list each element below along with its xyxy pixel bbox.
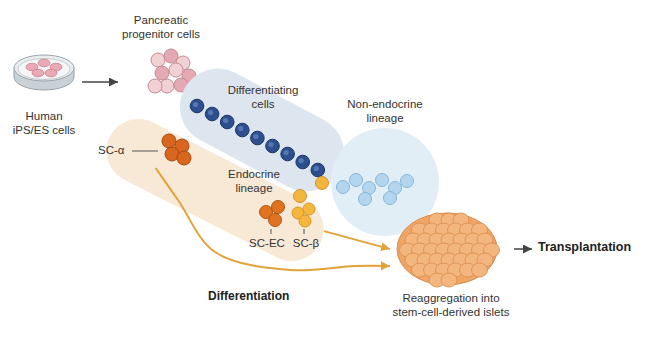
cell-nucleus (193, 102, 198, 107)
differentiating-cell (281, 147, 295, 161)
petri-dish: Human iPS/ES cells (8, 50, 82, 150)
step-box: Transplantation (532, 240, 638, 258)
ec-cell (272, 201, 285, 214)
cell-cluster: SC-EC (246, 200, 290, 253)
cell-nucleus (208, 110, 213, 115)
differentiating-cell (236, 123, 250, 137)
lineage-band: SC-αSC-ECSC-β Endocrine lineage (98, 110, 332, 270)
stem-cell (45, 69, 57, 77)
node-label: Human iPS/ES cells (8, 110, 80, 138)
islet-cell (441, 273, 457, 287)
lineage-circle: Non-endocrine lineage (330, 98, 440, 236)
endocrine-progenitor-cell (294, 190, 307, 203)
label-holder: Differentiation (208, 289, 318, 303)
cell-nucleus (238, 126, 243, 131)
cell-nucleus (299, 158, 304, 163)
node-label: SC-EC (246, 237, 288, 251)
cell-nucleus (268, 142, 273, 147)
islet-aggregate: Reaggregation into stem-cell-derived isl… (390, 210, 514, 322)
node-label: SC-α (98, 144, 130, 158)
progenitor-cluster: Pancreatic progenitor cells (118, 14, 206, 102)
progenitor-cell (148, 79, 162, 93)
non-endocrine-cell (376, 174, 389, 187)
dish-medium (18, 59, 70, 80)
cell-nucleus (284, 150, 289, 155)
progenitor-cell (155, 66, 169, 80)
beta-cell (303, 203, 315, 215)
islet-aggregate-shape (390, 210, 514, 322)
differentiating-cell (190, 99, 204, 113)
node-label: Transplantation (538, 240, 636, 255)
ec-cell (269, 214, 282, 227)
differentiating-cell (220, 115, 234, 129)
leader-line (304, 229, 305, 234)
node-label: Differentiating cells (224, 84, 302, 112)
node-label: Non-endocrine lineage (340, 98, 430, 126)
stem-cell (32, 69, 44, 77)
differentiating-cell (266, 139, 280, 153)
progenitor-cluster-shape (118, 14, 206, 102)
connector-arrow (82, 81, 118, 83)
non-endocrine-cell (401, 175, 414, 188)
lineage-band (95, 108, 334, 272)
node-label: Pancreatic progenitor cells (118, 14, 204, 42)
differentiating-cell (251, 131, 265, 145)
cell-nucleus (314, 166, 319, 171)
cell-cluster: SC-β (290, 200, 324, 253)
cell-nucleus (223, 118, 228, 123)
differentiating-cell (205, 107, 219, 121)
cell-nucleus (253, 134, 258, 139)
leader-line (132, 151, 158, 152)
non-endocrine-cell (350, 174, 363, 187)
non-endocrine-cell (359, 193, 372, 206)
differentiating-cell (311, 163, 325, 177)
islet-cell (472, 263, 488, 277)
progenitor-cell (151, 53, 165, 67)
progenitor-cell (169, 63, 183, 77)
non-endocrine-cell (384, 192, 397, 205)
node-label: Reaggregation into stem-cell-derived isl… (390, 292, 512, 320)
leader-line (271, 229, 272, 234)
alpha-cell (162, 134, 176, 148)
node-label: Endocrine lineage (222, 168, 286, 196)
stem-cell (38, 59, 50, 67)
endocrine-progenitor-cell (316, 177, 329, 190)
node-label: SC-β (290, 237, 322, 251)
connector-arrow (514, 248, 532, 250)
beta-cell (299, 215, 311, 227)
stage-label: Differentiation (208, 289, 318, 303)
dish-rim (14, 55, 74, 81)
non-endocrine-cell (337, 181, 350, 194)
cell-cluster: SC-α (94, 132, 192, 168)
alpha-cell (177, 151, 191, 165)
differentiating-cell (296, 155, 310, 169)
